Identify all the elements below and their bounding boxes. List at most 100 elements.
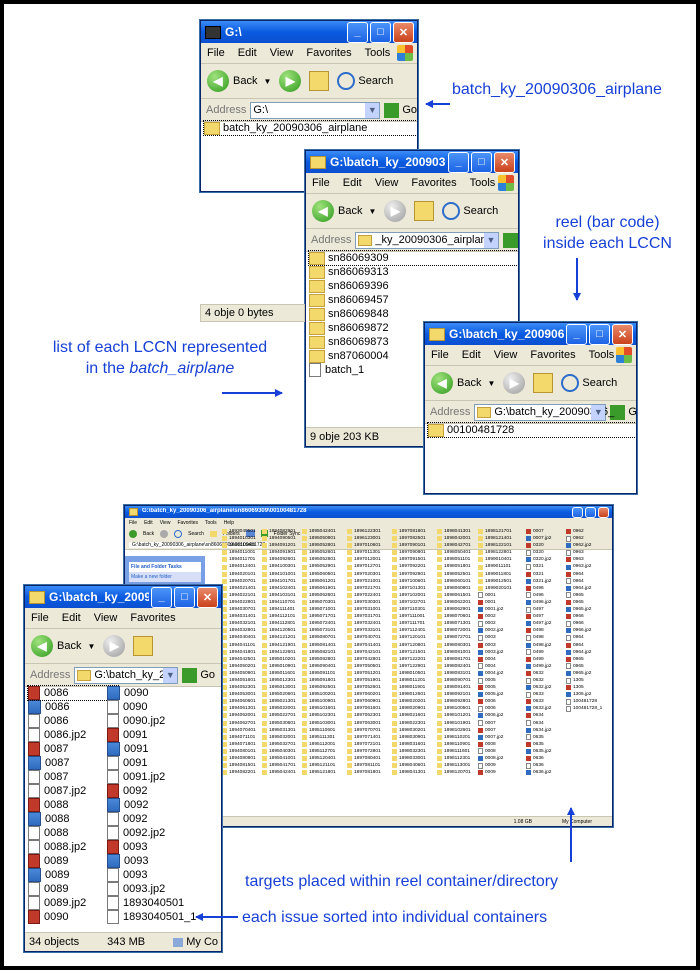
list-item[interactable]: 0635.jp2: [526, 748, 551, 755]
list-item[interactable]: 1897090801: [392, 549, 426, 556]
go-arrow-icon[interactable]: [384, 102, 400, 118]
list-item[interactable]: 1895091101: [302, 670, 336, 677]
list-item[interactable]: 1897040701: [347, 634, 381, 641]
list-item[interactable]: 1895041001: [262, 755, 296, 762]
list-item[interactable]: 1898011901: [392, 684, 426, 691]
list-item[interactable]: 1898090701: [437, 677, 471, 684]
list-item[interactable]: 0636: [526, 755, 551, 762]
list-item[interactable]: 1898020901: [392, 705, 426, 712]
list-item[interactable]: 1897121501: [392, 649, 426, 656]
list-item[interactable]: 1895062601: [302, 592, 336, 599]
list-item[interactable]: 1898030901: [392, 734, 426, 741]
list-item[interactable]: 1895040301: [262, 748, 296, 755]
list-item[interactable]: 0499.jp2: [526, 663, 551, 670]
list-item[interactable]: 1894110701: [262, 599, 296, 606]
dropdown-icon[interactable]: ▼: [87, 641, 96, 651]
search-button[interactable]: Search: [582, 377, 618, 389]
menu-favorites[interactable]: Favorites: [130, 612, 176, 624]
list-item[interactable]: 1894071801: [222, 741, 256, 748]
list-item[interactable]: 0087.jp2: [28, 784, 118, 798]
list-item[interactable]: 0002.jp2: [478, 627, 512, 634]
list-item[interactable]: 1894050201: [222, 663, 256, 670]
list-item[interactable]: 0092: [107, 798, 217, 812]
list-item[interactable]: 1898122801: [478, 549, 512, 556]
list-item[interactable]: 0002: [478, 613, 512, 620]
list-item[interactable]: 0635: [526, 734, 551, 741]
list-item[interactable]: 1898081001: [437, 649, 471, 656]
list-item[interactable]: 1894121201: [262, 634, 296, 641]
list-item[interactable]: 1898083101: [437, 670, 471, 677]
list-item[interactable]: 1894112801: [262, 620, 296, 627]
list-item[interactable]: 1894061301: [222, 705, 256, 712]
search-button[interactable]: Search: [463, 205, 499, 217]
folders-icon[interactable]: [209, 530, 217, 537]
list-item[interactable]: 0634.jp2: [526, 727, 551, 734]
list-item[interactable]: 1896122301: [347, 528, 381, 535]
list-item[interactable]: 0498: [526, 627, 551, 634]
list-item[interactable]: 0320: [526, 542, 551, 549]
maximize-button[interactable]: □: [174, 586, 195, 608]
menu-favorites[interactable]: Favorites: [177, 519, 198, 526]
list-item[interactable]: 0965: [566, 599, 602, 606]
list-item[interactable]: 0093: [107, 854, 217, 868]
list-item[interactable]: 0633: [526, 691, 551, 698]
dropdown-icon[interactable]: ▼: [263, 76, 272, 86]
list-item[interactable]: 0007: [526, 528, 551, 535]
list-item[interactable]: 1898100501: [437, 705, 471, 712]
list-item[interactable]: 1895081401: [302, 642, 336, 649]
list-item[interactable]: 1894122601: [262, 649, 296, 656]
list-item[interactable]: 0086.jp2: [28, 728, 118, 742]
list-item[interactable]: 1894062001: [222, 712, 256, 719]
search-icon[interactable]: [442, 202, 461, 220]
go-arrow-icon[interactable]: [610, 404, 626, 420]
list-item[interactable]: 0001.jp2: [478, 606, 512, 613]
list-item[interactable]: 0321: [526, 571, 551, 578]
list-item[interactable]: 1895112701: [302, 748, 336, 755]
list-item[interactable]: 1895032701: [262, 741, 296, 748]
list-item[interactable]: 0089.jp2: [28, 896, 118, 910]
folder-up-icon[interactable]: [414, 201, 435, 221]
list-item[interactable]: 0964.jp2: [566, 585, 602, 592]
list-item[interactable]: 1894081501: [222, 762, 256, 769]
list-item[interactable]: 1899010401: [478, 556, 512, 563]
list-item[interactable]: 0321: [526, 563, 551, 571]
back-button[interactable]: Back: [233, 75, 258, 87]
menu-file[interactable]: File: [312, 177, 330, 189]
list-item[interactable]: 1898041301: [437, 528, 471, 535]
list-item[interactable]: 1895060501: [302, 571, 336, 578]
list-item[interactable]: 0962: [566, 535, 602, 542]
list-item[interactable]: 0633: [526, 698, 551, 705]
menu-view[interactable]: View: [93, 612, 118, 624]
list-item[interactable]: 1897031001: [347, 606, 381, 613]
menu-help[interactable]: Help: [223, 519, 234, 526]
go-arrow-icon[interactable]: [503, 232, 518, 248]
list-item[interactable]: 1894111401: [262, 606, 296, 613]
list-item[interactable]: 1897112401: [392, 627, 426, 634]
menu-favorites[interactable]: Favorites: [306, 47, 352, 59]
list-item[interactable]: 1898040601: [392, 762, 426, 769]
list-item[interactable]: 1894092601: [262, 556, 296, 563]
list-item[interactable]: 1898020201: [392, 698, 426, 705]
list-item[interactable]: 0007.jp2: [478, 734, 512, 741]
list-item[interactable]: 0005: [478, 684, 512, 691]
list-item[interactable]: 1898062901: [437, 606, 471, 613]
list-item[interactable]: 1897011301: [347, 549, 381, 556]
back-button[interactable]: Back: [338, 205, 363, 217]
list-item[interactable]: 1897021001: [347, 578, 381, 585]
search-button[interactable]: Search: [358, 75, 394, 87]
list-item[interactable]: 1898010501: [392, 670, 426, 677]
list-item[interactable]: 1895042401: [302, 528, 336, 535]
list-item[interactable]: 1895102301: [302, 712, 336, 719]
list-item[interactable]: 0087: [28, 742, 118, 756]
list-item[interactable]: 1894041101: [222, 642, 256, 649]
search-icon[interactable]: [561, 374, 580, 392]
list-item[interactable]: 1897091501: [392, 556, 426, 563]
list-item[interactable]: 1894022101: [222, 592, 256, 599]
list-item[interactable]: 0006: [478, 698, 512, 705]
list-item[interactable]: 100481728: [566, 698, 602, 705]
list-item[interactable]: 1895100201: [302, 691, 336, 698]
list-item[interactable]: 1897081801: [347, 769, 381, 776]
views-icon[interactable]: [245, 530, 255, 537]
list-item[interactable]: 1898060101: [437, 578, 471, 585]
list-item[interactable]: 1894101001: [262, 571, 296, 578]
